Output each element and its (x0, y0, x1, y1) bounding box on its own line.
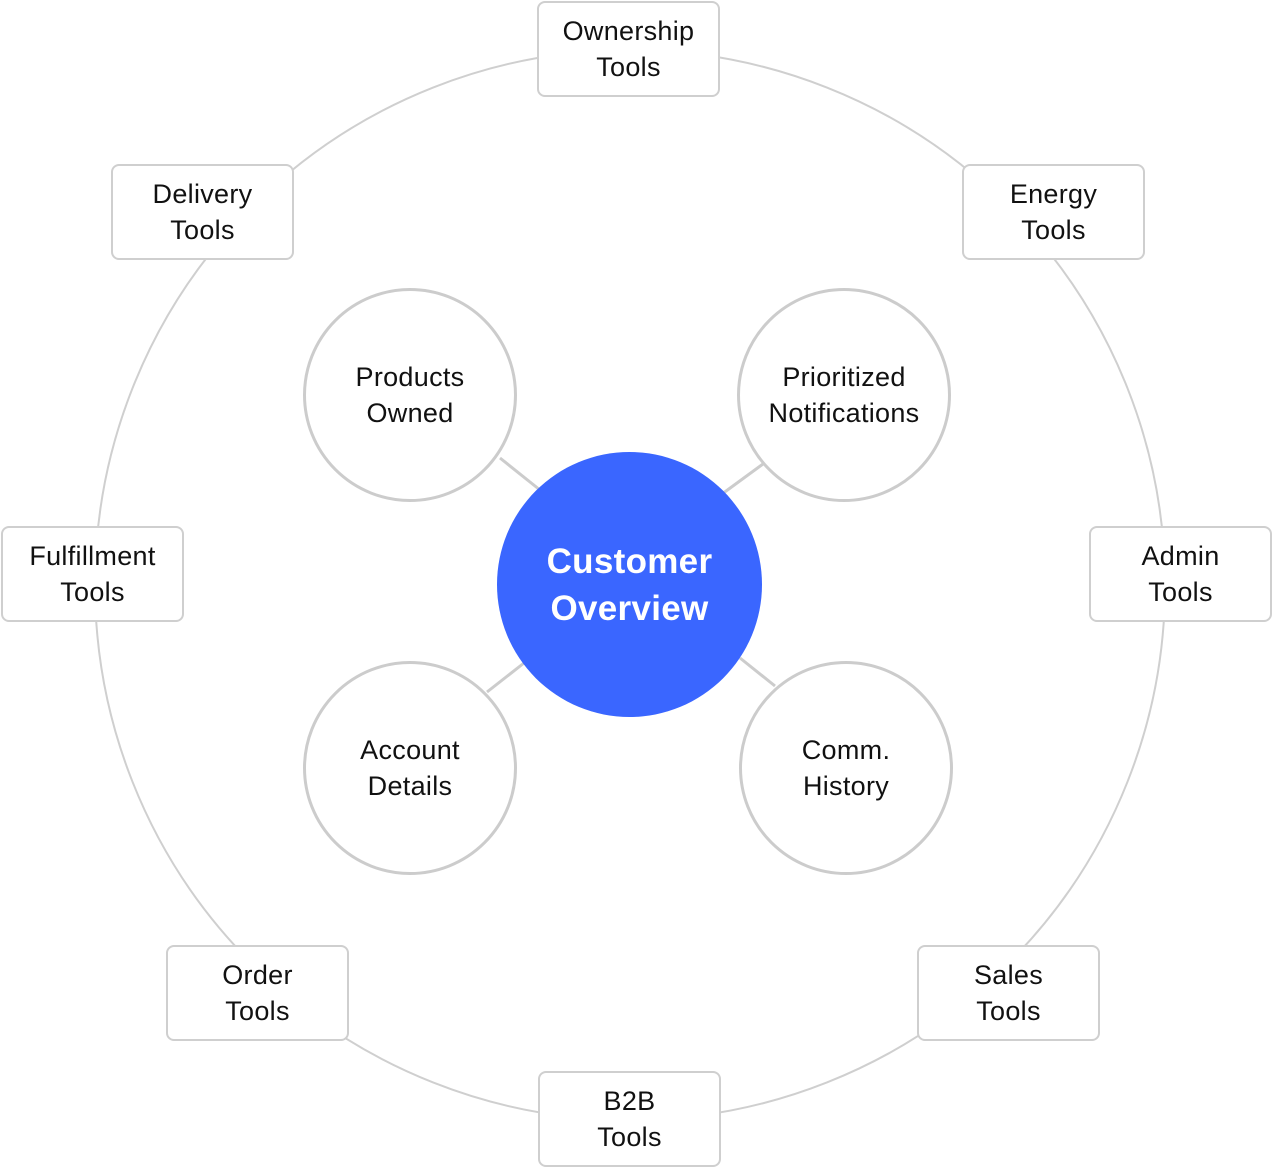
energy-tools-box[interactable]: Energy Tools (962, 164, 1145, 260)
hub-label-line2: Overview (550, 588, 709, 628)
connector-comm-history (739, 656, 776, 688)
tool-label-line2: Tools (1021, 215, 1086, 245)
node-label-line1: Products (355, 362, 465, 392)
tool-label-line1: Delivery (152, 179, 253, 209)
tool-label-line2: Tools (225, 996, 290, 1026)
node-label-line2: Details (367, 771, 453, 801)
tool-label-line2: Tools (1148, 577, 1213, 607)
connector-products-owned (499, 456, 541, 492)
tool-label-line1: Fulfillment (29, 541, 156, 571)
delivery-tools-box[interactable]: Delivery Tools (111, 164, 294, 260)
products-owned-node[interactable]: Products Owned (303, 288, 517, 502)
tool-label-line1: Ownership (562, 16, 695, 46)
node-label-line2: History (802, 771, 890, 801)
tool-label-line2: Tools (596, 52, 661, 82)
comm-history-node[interactable]: Comm. History (739, 661, 953, 875)
hub-label-line1: Customer (546, 541, 713, 581)
order-tools-box[interactable]: Order Tools (166, 945, 349, 1041)
node-label-line1: Prioritized (782, 362, 906, 392)
node-label-line2: Notifications (768, 398, 920, 428)
node-label-line1: Account (360, 735, 460, 765)
tool-label-line2: Tools (976, 996, 1041, 1026)
sales-tools-box[interactable]: Sales Tools (917, 945, 1100, 1041)
tool-label-line1: Admin (1141, 541, 1220, 571)
tool-label-line2: Tools (597, 1122, 662, 1152)
tool-label-line2: Tools (170, 215, 235, 245)
tool-label-line1: Sales (973, 960, 1044, 990)
connector-account-details (486, 661, 525, 694)
customer-overview-hub[interactable]: Customer Overview (497, 452, 762, 717)
node-label-line2: Owned (366, 398, 454, 428)
node-label-line1: Comm. (801, 735, 891, 765)
b2b-tools-box[interactable]: B2B Tools (538, 1071, 721, 1167)
tool-label-line1: Energy (1009, 179, 1098, 209)
tool-label-line1: Order (222, 960, 293, 990)
tool-label-line2: Tools (60, 577, 125, 607)
fulfillment-tools-box[interactable]: Fulfillment Tools (1, 526, 184, 622)
prioritized-notifications-node[interactable]: Prioritized Notifications (737, 288, 951, 502)
tool-label-line1: B2B (603, 1086, 656, 1116)
admin-tools-box[interactable]: Admin Tools (1089, 526, 1272, 622)
account-details-node[interactable]: Account Details (303, 661, 517, 875)
connector-prioritized-notifications (721, 462, 764, 496)
ownership-tools-box[interactable]: Ownership Tools (537, 1, 720, 97)
